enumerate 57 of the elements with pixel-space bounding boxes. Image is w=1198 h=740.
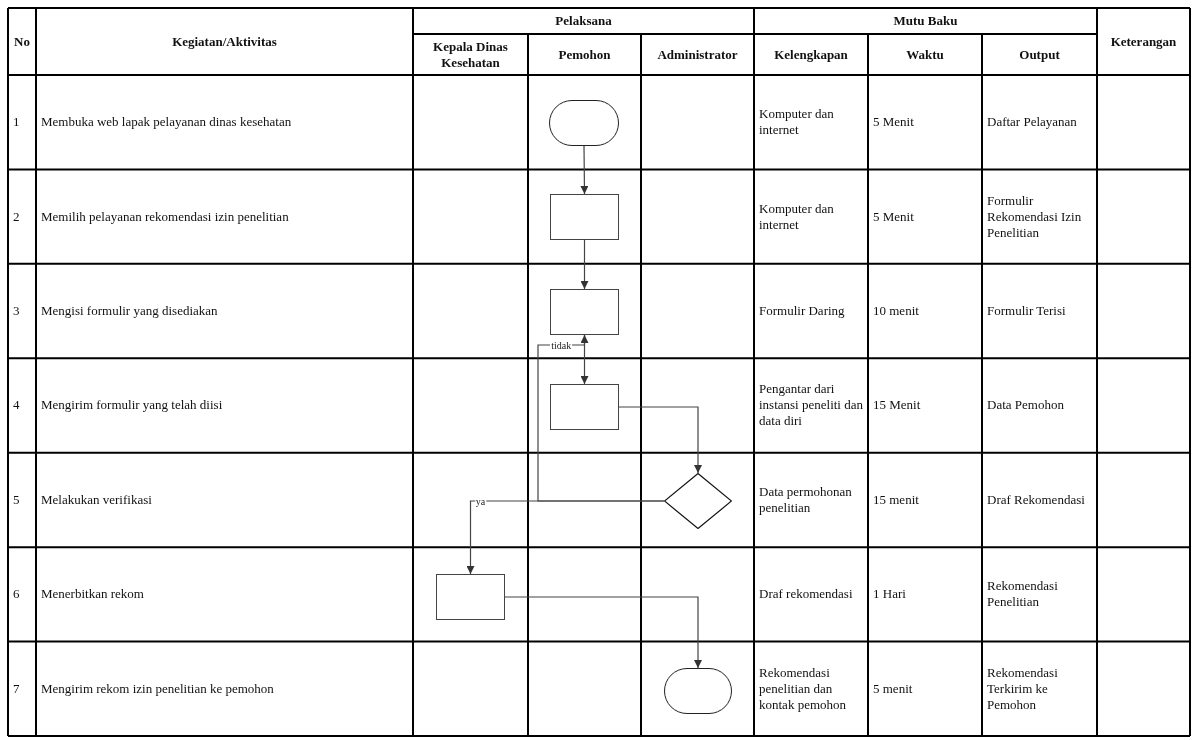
duration-text: 10 menit [873, 303, 919, 320]
activity-text: Melakukan verifikasi [41, 491, 152, 508]
requirement-text: Rekomendasi penelitian dan kontak pemohon [759, 664, 847, 713]
requirement-text: Formulir Daring [759, 303, 845, 320]
process-box [550, 289, 619, 335]
output-text: Rekomendasi Terkirim ke Pemohon [987, 664, 1059, 713]
row-number: 7 [13, 680, 20, 697]
output-text: Data Pemohon [987, 397, 1064, 414]
column-header: Administrator [657, 46, 738, 63]
duration-text: 5 Menit [873, 114, 914, 131]
process-box [550, 194, 619, 240]
decision-diamond [664, 473, 732, 529]
output-text: Daftar Pelayanan [987, 114, 1077, 131]
output-text: Formulir Terisi [987, 303, 1066, 320]
activity-text: Mengirim rekom izin penelitian ke pemohon [41, 680, 274, 697]
row-number: 6 [13, 586, 20, 603]
output-text: Formulir Rekomendasi Izin Penelitian [987, 192, 1083, 241]
column-header: Waktu [906, 46, 944, 63]
arrow [466, 500, 665, 575]
duration-text: 15 menit [873, 491, 919, 508]
activity-text: Memilih pelayanan rekomendasi izin penelitian [41, 208, 289, 225]
arrow [618, 406, 702, 474]
activity-text: Mengirim formulir yang telah diisi [41, 397, 223, 414]
row-number: 5 [13, 491, 20, 508]
column-header: Mutu Baku [893, 13, 958, 29]
requirement-text: Komputer dan internet [759, 200, 835, 233]
row-number: 4 [13, 397, 20, 414]
arrow [580, 145, 589, 195]
duration-text: 15 Menit [873, 397, 921, 414]
requirement-text: Draf rekomendasi [759, 586, 853, 603]
process-box [436, 574, 505, 620]
edge-label: tidak [550, 339, 573, 351]
requirement-text: Data permohonan penelitian [759, 483, 853, 516]
process-box [550, 384, 619, 430]
column-header: Kegiatan/Aktivitas [172, 33, 277, 50]
duration-text: 5 menit [873, 680, 913, 697]
column-header: Keterangan [1110, 33, 1177, 50]
output-text: Rekomendasi Penelitian [987, 578, 1059, 611]
column-header: Pelaksana [555, 13, 612, 29]
row-number: 1 [13, 114, 20, 131]
row-number: 2 [13, 208, 20, 225]
column-header: Pemohon [558, 46, 611, 63]
column-header: Output [1019, 46, 1060, 63]
arrow [580, 239, 589, 290]
output-text: Draf Rekomendasi [987, 491, 1085, 508]
duration-text: 5 Menit [873, 208, 914, 225]
requirement-text: Pengantar dari instansi peneliti dan data diri [759, 381, 863, 430]
arrow [504, 596, 702, 669]
column-header: Kelengkapan [774, 46, 848, 63]
column-header: Kepala Dinas Kesehatan [432, 38, 509, 71]
activity-text: Membuka web lapak pelayanan dinas kesehatan [41, 114, 292, 131]
row-number: 3 [13, 303, 20, 320]
column-header: No [14, 33, 30, 50]
activity-text: Menerbitkan rekom [41, 586, 144, 603]
duration-text: 1 Hari [873, 586, 906, 603]
activity-text: Mengisi formulir yang disediakan [41, 303, 218, 320]
requirement-text: Komputer dan internet [759, 106, 835, 139]
